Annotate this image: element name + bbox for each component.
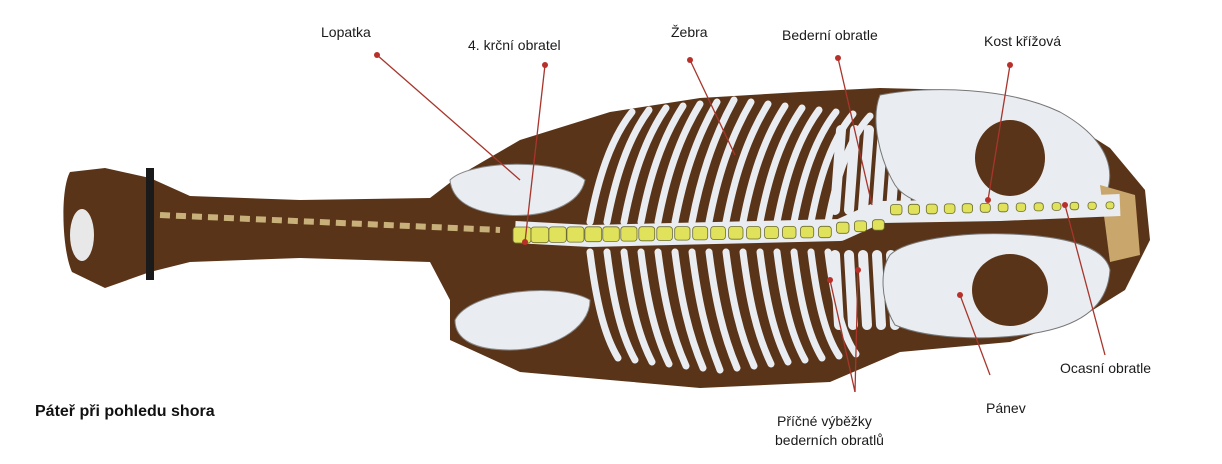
vertebra: [854, 221, 866, 232]
vertebra: [567, 227, 584, 242]
lumbar-process-upper: [849, 130, 855, 210]
dot-ocasni-obratle: [1062, 202, 1068, 208]
vertebra: [980, 203, 990, 212]
vertebra: [1052, 203, 1061, 211]
dot-panev: [957, 292, 963, 298]
vertebra: [675, 227, 690, 241]
dot-pricne-2: [855, 267, 861, 273]
obturator-foramen-upper: [975, 120, 1045, 196]
vertebra: [944, 204, 955, 214]
vertebra: [819, 226, 832, 237]
dot-krcni-end: [522, 239, 528, 245]
dot-kost-end: [985, 197, 991, 203]
label-kost-krizova: Kost křížová: [984, 33, 1061, 50]
dot-bederni-obratle: [835, 55, 841, 61]
vertebra: [962, 204, 972, 213]
obturator-foramen-lower: [972, 254, 1048, 326]
vertebra: [693, 227, 708, 240]
label-lopatka: Lopatka: [321, 24, 371, 41]
lumbar-process-lower: [835, 255, 839, 325]
dot-zebra: [687, 57, 693, 63]
vertebra: [801, 226, 814, 238]
vertebra: [621, 227, 637, 241]
label-panev: Pánev: [986, 400, 1026, 417]
vertebra: [837, 222, 850, 233]
label-pricne-vybezky-1: Příčné výběžky: [777, 413, 872, 430]
vertebra: [1016, 203, 1025, 211]
vertebra: [729, 227, 743, 240]
vertebra: [908, 204, 919, 214]
vertebra: [513, 227, 531, 243]
halter-strap: [146, 168, 154, 280]
label-zebra: Žebra: [671, 24, 708, 41]
lumbar-process-lower: [877, 255, 881, 325]
vertebra: [765, 226, 779, 238]
vertebra: [585, 227, 602, 242]
vertebra: [549, 227, 566, 243]
figure-caption: Páteř při pohledu shora: [35, 403, 215, 421]
vertebra: [1070, 202, 1079, 210]
vertebra: [747, 227, 761, 240]
dot-kost-krizova: [1007, 62, 1013, 68]
vertebra: [1106, 202, 1114, 209]
leader-lopatka: [377, 55, 520, 180]
vertebra: [890, 205, 902, 215]
vertebra: [603, 227, 620, 242]
label-ocasni-obratle: Ocasní obratle: [1060, 360, 1151, 377]
label-krcni-obratel: 4. krční obratel: [468, 37, 561, 54]
vertebra: [1034, 203, 1043, 211]
lumbar-process-lower: [863, 255, 867, 325]
vertebra: [926, 204, 937, 214]
vertebra: [711, 227, 726, 240]
head-marking: [70, 209, 94, 261]
vertebra: [657, 227, 673, 241]
vertebra: [998, 203, 1008, 212]
vertebra: [783, 226, 797, 238]
label-bederni-obratle: Bederní obratle: [782, 27, 878, 44]
vertebra: [1088, 202, 1096, 209]
lumbar-process-upper: [835, 130, 841, 210]
lumbar-process-lower: [849, 255, 853, 325]
dot-krcni-obratel: [542, 62, 548, 68]
label-pricne-vybezky-2: bederních obratlů: [775, 432, 884, 449]
dot-pricne-1: [827, 277, 833, 283]
vertebra: [639, 227, 655, 241]
vertebra: [531, 227, 549, 243]
dot-lopatka: [374, 52, 380, 58]
vertebra: [872, 220, 884, 231]
